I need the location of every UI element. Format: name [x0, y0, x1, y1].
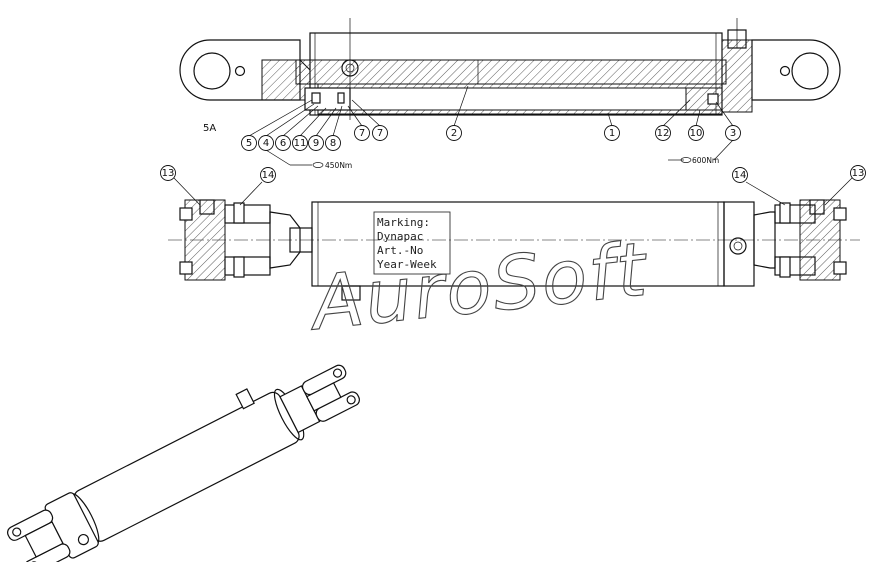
side-view-middle — [168, 177, 860, 301]
callout-circle — [446, 125, 462, 141]
callout-circle — [372, 125, 388, 141]
callout-circle — [258, 135, 274, 151]
right-head-side — [723, 201, 755, 287]
callout-circle — [655, 125, 671, 141]
callout-circle — [260, 167, 276, 183]
callout-circle — [241, 135, 257, 151]
callout-circle — [725, 125, 741, 141]
callout-circle — [308, 135, 324, 151]
callout-number: 14 — [734, 170, 747, 181]
marking-box: Marking: Dynapac Art.-No Year-Week — [373, 211, 451, 275]
callout-circle — [354, 125, 370, 141]
callout-number: 8 — [330, 138, 336, 149]
callout-c7a: 7 — [354, 125, 370, 141]
callout-number: 6 — [280, 138, 286, 149]
left-eye-end — [179, 39, 301, 101]
torque-left: 450Nm — [312, 161, 352, 170]
callout-c5: 5 — [241, 135, 257, 151]
callout-number: 13 — [852, 168, 865, 179]
marking-line2: Art.-No — [377, 244, 423, 257]
callout-circle — [325, 135, 341, 151]
callout-c11: 11 — [292, 135, 308, 151]
callout-c1: 1 — [604, 125, 620, 141]
callout-c13r: 13 — [850, 165, 866, 181]
callout-circle — [275, 135, 291, 151]
callout-number: 4 — [263, 138, 269, 149]
right-eye-end — [751, 39, 841, 101]
callout-c14r: 14 — [732, 167, 748, 183]
callout-number: 9 — [313, 138, 319, 149]
callout-circle — [688, 125, 704, 141]
callout-number: 2 — [451, 128, 457, 139]
callout-number: 10 — [690, 128, 703, 139]
port-bottom — [341, 285, 361, 301]
right-eye-bore — [791, 52, 829, 90]
callout-number: 11 — [294, 138, 307, 149]
callout-number: 14 — [262, 170, 275, 181]
callout-c2: 2 — [446, 125, 462, 141]
callout-c13l: 13 — [160, 165, 176, 181]
callout-circle — [160, 165, 176, 181]
right-bleed-port — [729, 237, 747, 255]
torque-right: 600Nm — [668, 156, 719, 165]
marking-title: Marking: — [377, 216, 430, 229]
callout-number: 3 — [730, 128, 736, 139]
piston-rod-section — [295, 59, 727, 85]
callout-number: 12 — [657, 128, 670, 139]
section-view-top — [179, 18, 841, 166]
callout-number: 7 — [359, 128, 365, 139]
callout-number: 1 — [609, 128, 615, 139]
callout-circle — [850, 165, 866, 181]
callout-c3: 3 — [725, 125, 741, 141]
callout-c4: 4 — [258, 135, 274, 151]
marking-line3: Year-Week — [377, 258, 437, 271]
callout-c14l: 14 — [260, 167, 276, 183]
callout-number: 5 — [246, 138, 252, 149]
isometric-view — [7, 364, 360, 562]
view-label: 5A — [203, 123, 216, 134]
callouts-mid: 13 14 14 13 — [160, 165, 866, 183]
callout-number: 13 — [162, 168, 175, 179]
marking-line1: Dynapac — [377, 230, 423, 243]
torque-left-value: 450Nm — [325, 161, 352, 170]
callout-c12: 12 — [655, 125, 671, 141]
callout-circle — [604, 125, 620, 141]
callout-number: 7 — [377, 128, 383, 139]
callout-c7b: 7 — [372, 125, 388, 141]
torque-right-value: 600Nm — [692, 156, 719, 165]
callout-circle — [732, 167, 748, 183]
callout-c10: 10 — [688, 125, 704, 141]
left-eye-bore — [193, 52, 231, 90]
callout-c8: 8 — [325, 135, 341, 151]
right-head-section — [721, 39, 753, 113]
callout-circle — [292, 135, 308, 151]
callout-c9: 9 — [308, 135, 324, 151]
watermark: AuroSoft — [304, 226, 653, 347]
callout-c6: 6 — [275, 135, 291, 151]
